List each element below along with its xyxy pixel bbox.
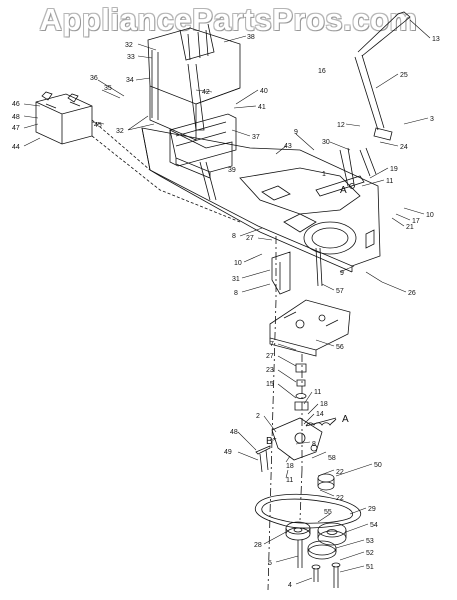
callout-16: 16 — [318, 68, 326, 75]
idler-arm-58 — [271, 417, 337, 461]
callout-3: 3 — [430, 116, 434, 123]
battery-45 — [35, 91, 93, 145]
plate-56 — [269, 299, 351, 357]
callout-28: 28 — [254, 542, 262, 549]
callout-B: B* — [266, 436, 277, 447]
callout-10: 10 — [426, 212, 434, 219]
main-frame — [141, 113, 381, 273]
brace-39 — [169, 129, 233, 179]
callout-10-mid: 10 — [234, 260, 242, 267]
callout-42: 42 — [202, 89, 210, 96]
callout-9: 9 — [294, 129, 298, 136]
watermark: AppliancePartsPros.com — [39, 2, 418, 37]
bolt-5 — [297, 540, 303, 568]
callout-48: 48 — [12, 114, 20, 121]
callout-57: 57 — [336, 288, 344, 295]
callout-12: 12 — [337, 122, 345, 129]
callout-32-lower: 32 — [116, 128, 124, 135]
callout-46: 46 — [12, 101, 20, 108]
callout-49: 49 — [224, 449, 232, 456]
wire-harness — [91, 119, 241, 223]
center-line-2 — [299, 354, 303, 521]
callout-51: 51 — [366, 564, 374, 571]
bolt-4 — [311, 564, 321, 582]
callout-37: 37 — [252, 134, 260, 141]
callout-54: 54 — [370, 522, 378, 529]
callout-26: 26 — [408, 290, 416, 297]
callout-8: 8 — [232, 233, 236, 240]
callout-48-lower: 48 — [230, 429, 238, 436]
callout-45: 45 — [94, 122, 102, 129]
callout-4: 4 — [288, 582, 292, 589]
callout-21: 21 — [406, 224, 414, 231]
callout-33: 33 — [127, 54, 135, 61]
hardware-stack — [294, 363, 309, 411]
callout-13: 13 — [432, 36, 440, 43]
bolt-51 — [331, 562, 341, 588]
callout-39: 39 — [228, 167, 236, 174]
callout-18: 18 — [320, 401, 328, 408]
callout-36: 36 — [90, 75, 98, 82]
callout-53: 53 — [366, 538, 374, 545]
callout-labels: 13 38 32 33 25 16 36 35 34 46 48 47 45 4… — [12, 34, 440, 589]
callout-32: 32 — [125, 42, 133, 49]
callout-27: 27 — [246, 235, 254, 242]
pulley-55 — [285, 521, 311, 541]
callout-7: 7 — [270, 341, 274, 348]
callout-11-lower: 11 — [314, 389, 321, 396]
callout-29: 29 — [368, 506, 376, 513]
steering-shaft — [354, 11, 411, 141]
belt-29 — [254, 493, 362, 529]
callout-9-mid: 9 — [340, 270, 344, 277]
callout-8-mid: 8 — [234, 290, 238, 297]
callout-31: 31 — [232, 276, 240, 283]
callout-35: 35 — [104, 85, 112, 92]
callout-43: 43 — [284, 143, 292, 150]
callout-18-lower: 18 — [286, 463, 294, 470]
callout-22-lower: 22 — [336, 495, 344, 502]
callout-23: 23 — [266, 367, 274, 374]
callout-27-lower: 27 — [266, 353, 274, 360]
callout-41: 41 — [258, 104, 266, 111]
callout-11: 11 — [386, 178, 393, 185]
callout-22: 22 — [336, 469, 344, 476]
callout-8-lower: 8 — [312, 441, 316, 448]
callout-14: 14 — [316, 411, 324, 418]
callout-34: 34 — [126, 77, 134, 84]
pulley-50 — [317, 473, 335, 491]
callout-5: 5 — [268, 560, 272, 567]
callout-24: 24 — [400, 144, 408, 151]
bolt-49 — [255, 445, 271, 473]
battery-frame-38 — [147, 23, 241, 141]
callout-44: 44 — [12, 144, 20, 151]
callout-40: 40 — [260, 88, 268, 95]
pedal-linkage — [315, 147, 377, 197]
callout-47: 47 — [12, 125, 20, 132]
callout-52: 52 — [366, 550, 374, 557]
callout-A-mid: A — [342, 414, 349, 425]
callout-56: 56 — [336, 344, 344, 351]
callout-A-top: A — [340, 185, 347, 196]
callout-19: 19 — [390, 166, 398, 173]
callout-1: 1 — [322, 171, 326, 178]
callout-55: 55 — [324, 509, 332, 516]
pulley-54 — [307, 522, 347, 560]
rod-57 — [315, 247, 323, 287]
callout-2: 2 — [256, 413, 260, 420]
center-line — [267, 236, 277, 591]
callout-11-bottom: 11 — [286, 477, 293, 484]
callout-30: 30 — [322, 139, 330, 146]
callout-25: 25 — [400, 72, 408, 79]
bracket-31 — [271, 251, 291, 295]
leader-lines — [23, 19, 431, 585]
callout-15: 15 — [266, 381, 274, 388]
callout-38: 38 — [247, 34, 255, 41]
callout-58: 58 — [328, 455, 336, 462]
callout-17: 17 — [412, 218, 420, 225]
callout-50: 50 — [374, 462, 382, 469]
